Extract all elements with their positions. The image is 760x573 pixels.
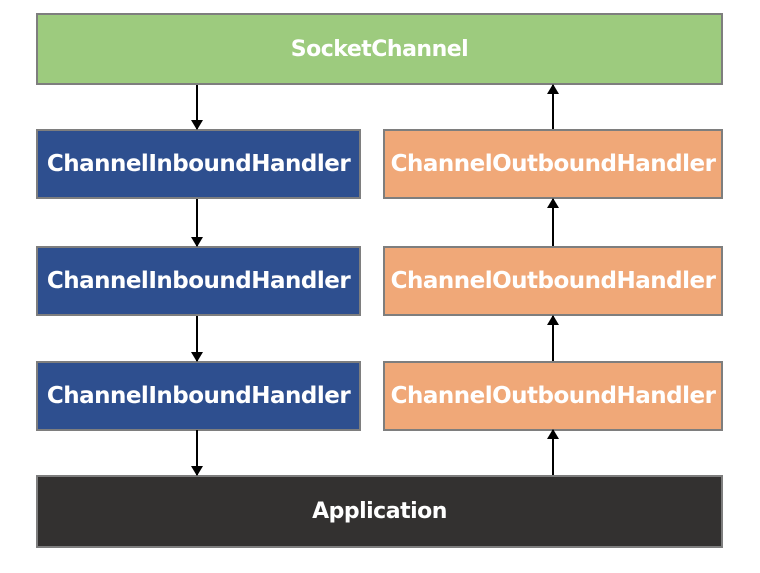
- arrow-line: [196, 430, 198, 475]
- arrow-head: [191, 466, 203, 476]
- outbound-handler-label-3: ChannelOutboundHandler: [390, 383, 716, 409]
- outbound-handler-node-1: ChannelOutboundHandler: [383, 129, 723, 199]
- arrow-line: [196, 85, 198, 129]
- arrow-down-icon-2: [191, 199, 203, 247]
- outbound-handler-label-2: ChannelOutboundHandler: [390, 268, 716, 294]
- socketchannel-node: SocketChannel: [36, 13, 723, 85]
- arrow-line: [196, 199, 198, 246]
- arrow-head: [191, 120, 203, 130]
- arrow-head: [191, 352, 203, 362]
- arrow-down-icon-1: [191, 85, 203, 130]
- application-node: Application: [36, 475, 723, 548]
- inbound-handler-node-1: ChannelInboundHandler: [36, 129, 361, 199]
- arrow-head: [547, 198, 559, 208]
- outbound-handler-node-3: ChannelOutboundHandler: [383, 361, 723, 431]
- arrow-up-icon-2: [547, 198, 559, 246]
- arrow-up-icon-1: [547, 84, 559, 129]
- arrow-head: [191, 237, 203, 247]
- socketchannel-label: SocketChannel: [290, 36, 469, 62]
- arrow-line: [552, 85, 554, 129]
- arrow-head: [547, 315, 559, 325]
- arrow-up-icon-4: [547, 429, 559, 475]
- arrow-down-icon-4: [191, 430, 203, 476]
- inbound-handler-node-2: ChannelInboundHandler: [36, 246, 361, 316]
- arrow-line: [196, 316, 198, 361]
- outbound-handler-label-1: ChannelOutboundHandler: [390, 151, 716, 177]
- arrow-down-icon-3: [191, 316, 203, 362]
- inbound-handler-node-3: ChannelInboundHandler: [36, 361, 361, 431]
- arrow-head: [547, 84, 559, 94]
- inbound-handler-label-2: ChannelInboundHandler: [46, 268, 351, 294]
- inbound-handler-label-1: ChannelInboundHandler: [46, 151, 351, 177]
- arrow-head: [547, 429, 559, 439]
- application-label: Application: [312, 499, 447, 524]
- arrow-up-icon-3: [547, 315, 559, 361]
- arrow-line: [552, 430, 554, 475]
- arrow-line: [552, 199, 554, 246]
- inbound-handler-label-3: ChannelInboundHandler: [46, 383, 351, 409]
- arrow-line: [552, 316, 554, 361]
- outbound-handler-node-2: ChannelOutboundHandler: [383, 246, 723, 316]
